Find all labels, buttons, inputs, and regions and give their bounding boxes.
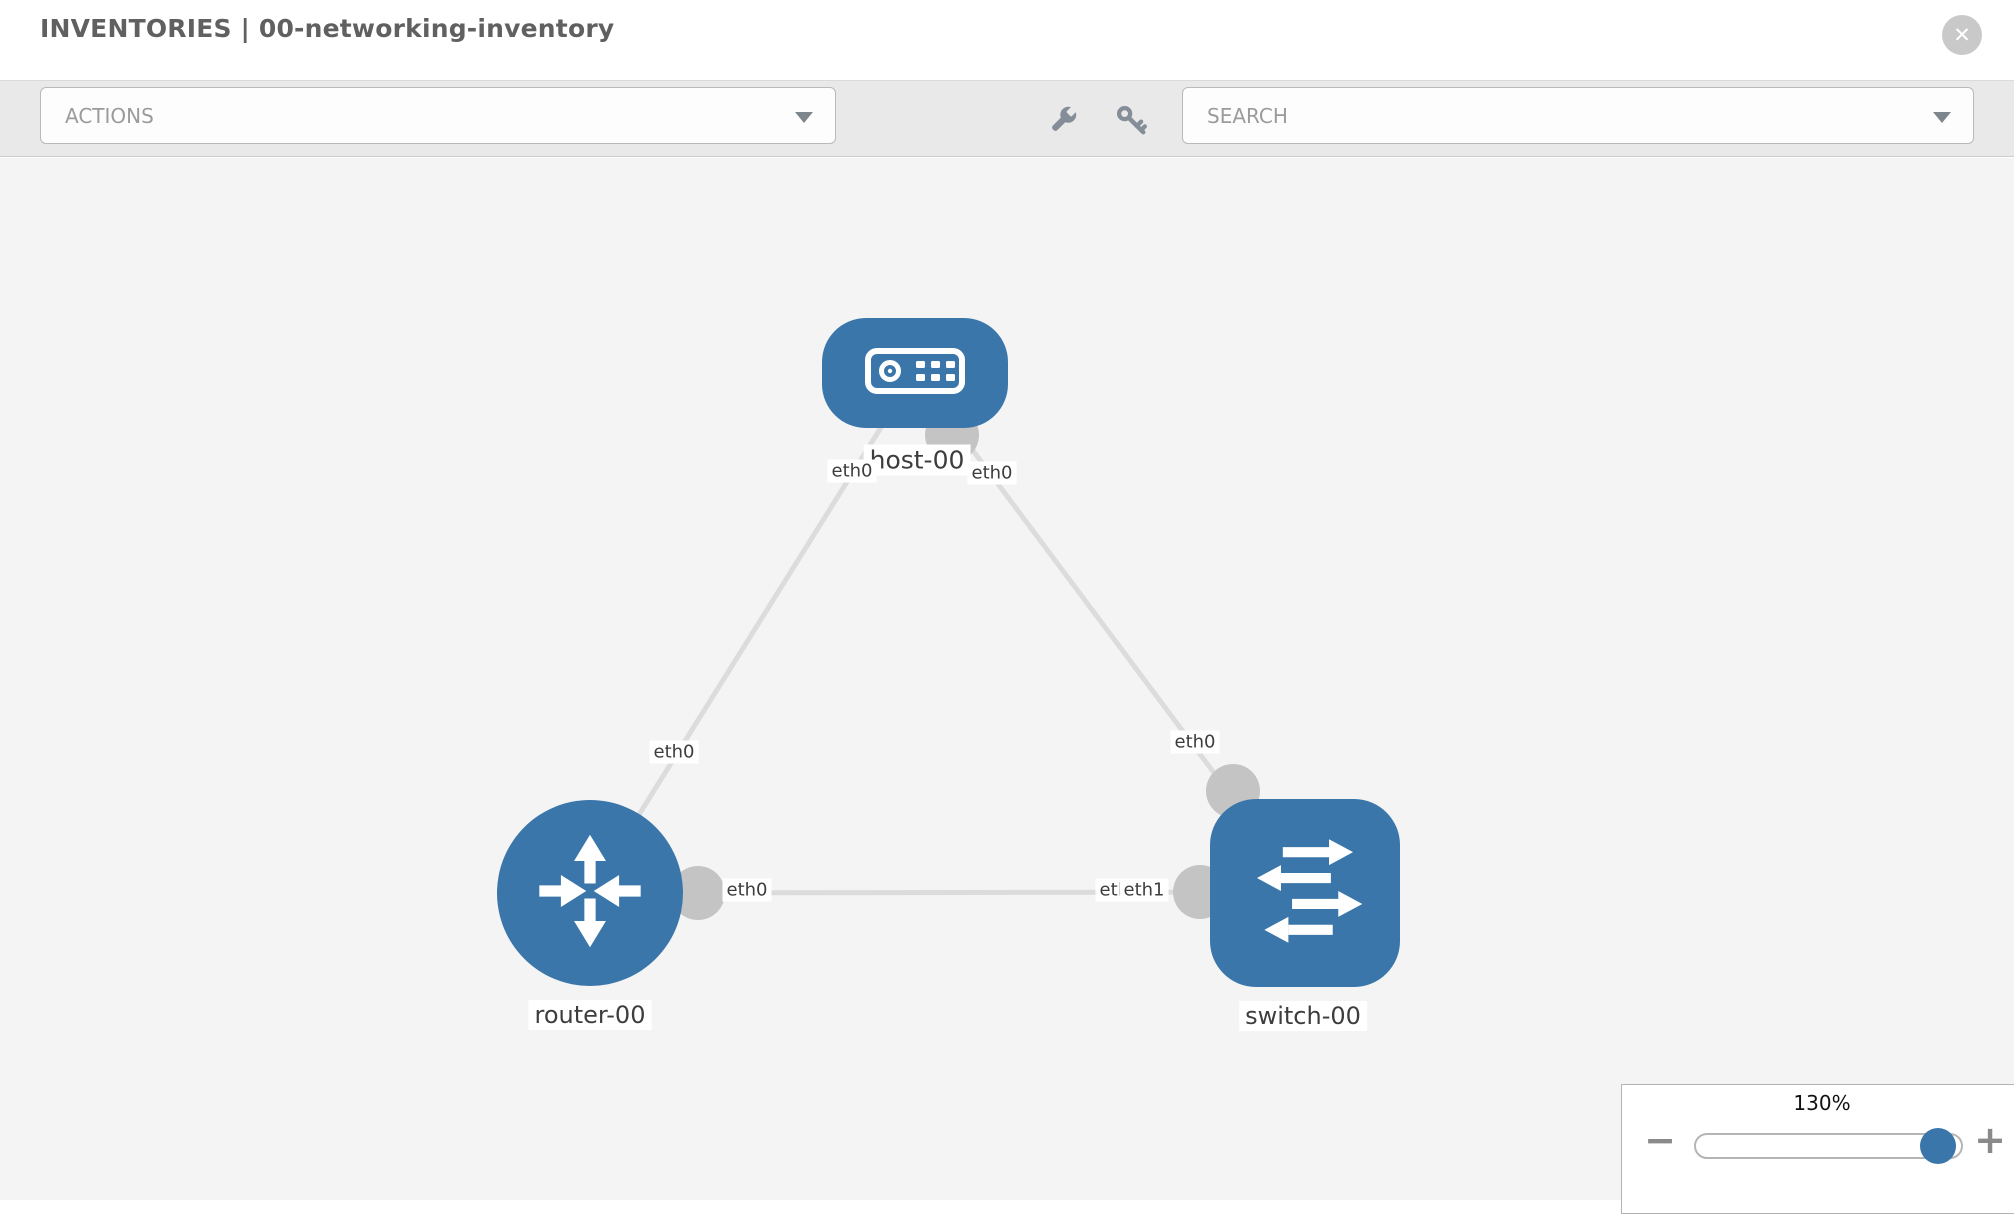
zoom-slider[interactable] xyxy=(1694,1128,1963,1164)
zoom-panel: 130% − + xyxy=(1621,1084,2014,1214)
wrench-icon[interactable] xyxy=(1046,103,1080,141)
zoom-level-readout: 130% xyxy=(1793,1091,1851,1115)
edge-label-router-top: eth0 xyxy=(649,740,699,764)
topology-links-layer xyxy=(587,371,1306,920)
chevron-down-icon xyxy=(1933,112,1951,123)
zoom-in-button[interactable]: + xyxy=(1974,1118,2006,1162)
edge-label-switch-left: eth1 xyxy=(1119,878,1169,902)
node-label-router: router-00 xyxy=(528,1000,652,1030)
node-router[interactable] xyxy=(497,800,683,986)
chevron-down-icon xyxy=(795,112,813,123)
switch-icon xyxy=(1244,835,1366,951)
topology-canvas[interactable]: host-00 router-00 switch-00 eth0 eth0 et… xyxy=(0,158,2014,1214)
interface-circle-router[interactable] xyxy=(671,866,725,920)
node-switch[interactable] xyxy=(1210,799,1400,987)
actions-dropdown-label: ACTIONS xyxy=(65,103,154,128)
zoom-out-button[interactable]: − xyxy=(1644,1118,1676,1162)
search-dropdown-label: SEARCH xyxy=(1207,103,1288,128)
host-icon xyxy=(865,348,965,398)
actions-dropdown[interactable]: ACTIONS xyxy=(40,87,836,144)
node-host[interactable] xyxy=(822,318,1008,428)
page-title: INVENTORIES | 00-networking-inventory xyxy=(40,14,615,43)
toolbar: ACTIONS SEARCH xyxy=(0,80,2014,157)
node-label-host: host-00 xyxy=(863,444,971,476)
key-icon[interactable] xyxy=(1114,103,1148,141)
edge-label-router-right: eth0 xyxy=(722,878,772,902)
router-icon xyxy=(529,830,651,956)
search-dropdown[interactable]: SEARCH xyxy=(1182,87,1974,144)
close-icon[interactable]: ✕ xyxy=(1942,15,1982,55)
header-bar: INVENTORIES | 00-networking-inventory ✕ xyxy=(0,0,2014,80)
node-label-switch: switch-00 xyxy=(1239,1001,1367,1031)
zoom-slider-knob[interactable] xyxy=(1920,1128,1956,1164)
edge-label-switch-top: eth0 xyxy=(1170,730,1220,754)
edge-label-host-left: eth0 xyxy=(827,459,877,483)
edge-label-host-right: eth0 xyxy=(967,461,1017,485)
